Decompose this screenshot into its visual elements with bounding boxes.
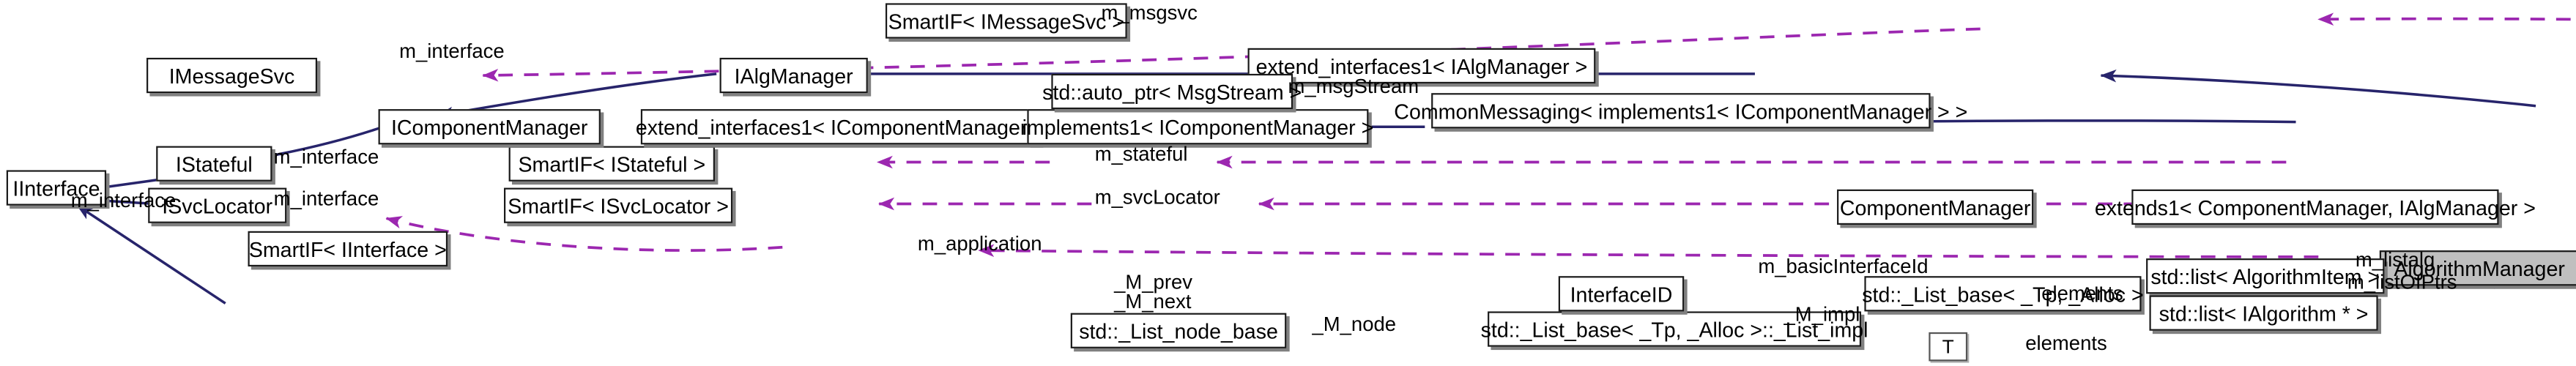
edge-label-m-interface-stateful: m_interface (273, 146, 379, 169)
node-smartif-istateful[interactable]: SmartIF< IStateful > (508, 146, 715, 182)
node-implements1-icomponentmanager[interactable]: implements1< IComponentManager > (1022, 109, 1373, 145)
node-label: std::_List_node_base (1079, 318, 1278, 343)
edge-label-m-listalg: m_listalg (2355, 248, 2435, 272)
edge-label-m-interface-svclocator: m_interface (273, 187, 379, 211)
node-label: extend_interfaces1< IAlgManager > (1255, 53, 1588, 78)
node-label: IStateful (175, 152, 253, 176)
node-label: SmartIF< IMessageSvc > (888, 9, 1125, 33)
node-std-auto-ptr-msgstream[interactable]: std::auto_ptr< MsgStream > (1042, 73, 1302, 110)
node-label: std::_List_base< _Tp, _Alloc >::_List_im… (1480, 317, 1868, 342)
node-label: T (1942, 335, 1954, 359)
node-label: std::auto_ptr< MsgStream > (1042, 79, 1302, 104)
edge-label-m-basicinterfaceid: m_basicInterfaceId (1758, 255, 1929, 278)
node-label: ComponentManager (1839, 195, 2031, 220)
node-label: AlgorithmManager (2394, 255, 2565, 280)
node-icomponentmanager[interactable]: IComponentManager (378, 109, 601, 145)
node-isvclocator[interactable]: ISvcLocator (148, 187, 287, 223)
node-label: extend_interfaces1< IComponentManager > (635, 114, 1046, 139)
edge-label-m-next: _M_next (1114, 290, 1192, 313)
edge-label-m-svclocator: m_svcLocator (1094, 186, 1220, 209)
node-std-list-ialgorithm-ptr[interactable]: std::list< IAlgorithm * > (2149, 295, 2378, 331)
node-smartif-iinterface[interactable]: SmartIF< IInterface > (248, 231, 448, 267)
node-interfaceid[interactable]: InterfaceID (1558, 276, 1685, 312)
node-label: SmartIF< IStateful > (518, 152, 706, 176)
node-ialgmanager[interactable]: IAlgManager (719, 57, 868, 94)
node-label: std::list< IAlgorithm * > (2159, 301, 2369, 326)
edge-label-m-prev: _M_prev (1114, 271, 1193, 294)
edge-label-m-interface-msgsvc: m_interface (399, 40, 505, 63)
node-std-list-algorithmitem[interactable]: std::list< AlgorithmItem > (2146, 258, 2385, 294)
node-smartif-imessagesvc[interactable]: SmartIF< IMessageSvc > (885, 3, 1127, 39)
edge-label-m-listofptrs: m_listOfPtrs (2347, 271, 2457, 294)
node-iinterface[interactable]: IInterface (6, 170, 107, 206)
edge-label-elements-1: elements (2041, 282, 2123, 305)
edge-label-m-node: _M_node (1312, 313, 1397, 336)
node-label: SmartIF< ISvcLocator > (508, 193, 729, 218)
edge-label-m-msgsvc: m_msgsvc (1101, 1, 1198, 24)
node-label: IInterface (12, 176, 100, 201)
node-label: IMessageSvc (168, 63, 295, 88)
usage-edges (385, 12, 2576, 289)
node-extends1-componentmanager-ialgmanager[interactable]: extends1< ComponentManager, IAlgManager … (2095, 189, 2536, 225)
node-componentmanager[interactable]: ComponentManager (1837, 189, 2034, 225)
node-label: std::list< AlgorithmItem > (2150, 264, 2380, 288)
node-extend-interfaces1-ialgmanager[interactable]: extend_interfaces1< IAlgManager > (1247, 48, 1596, 84)
node-t[interactable]: T (1929, 332, 1968, 362)
node-std-list-node-base[interactable]: std::_List_node_base (1070, 313, 1287, 348)
edge-label-m-stateful: m_stateful (1094, 143, 1188, 165)
node-commonmessaging[interactable]: CommonMessaging< implements1< IComponent… (1394, 93, 1967, 129)
edge-label-m-impl: _M_impl (1783, 303, 1860, 326)
node-extend-interfaces1-icomponentmanager[interactable]: extend_interfaces1< IComponentManager > (636, 109, 1045, 145)
node-label: IAlgManager (734, 63, 853, 88)
edge-label-elements-2: elements (2025, 332, 2107, 355)
edge-label-m-application: m_application (917, 232, 1042, 255)
node-label: SmartIF< IInterface > (248, 236, 447, 261)
node-label: implements1< IComponentManager > (1022, 114, 1374, 139)
node-imessagesvc[interactable]: IMessageSvc (146, 57, 318, 94)
node-algorithmmanager[interactable]: AlgorithmManager (2379, 250, 2576, 286)
edge-label-m-interface-iinterface: m_interface (70, 189, 177, 212)
node-label: std::_List_base< _Tp, _Alloc > (1862, 281, 2144, 306)
node-label: extends1< ComponentManager, IAlgManager … (2094, 195, 2536, 220)
node-label: IComponentManager (390, 114, 588, 139)
node-istateful[interactable]: IStateful (156, 146, 272, 182)
node-label: InterfaceID (1570, 281, 1673, 306)
node-label: ISvcLocator (162, 193, 273, 218)
node-std-list-base-tp-alloc[interactable]: std::_List_base< _Tp, _Alloc > (1862, 276, 2144, 312)
node-std-list-base-list-impl[interactable]: std::_List_base< _Tp, _Alloc >::_List_im… (1481, 311, 1868, 347)
node-label: CommonMessaging< implements1< IComponent… (1394, 98, 1968, 123)
edge-label-m-msgstream: m_msgStream (1288, 75, 1419, 98)
node-smartif-isvclocator[interactable]: SmartIF< ISvcLocator > (504, 187, 733, 223)
